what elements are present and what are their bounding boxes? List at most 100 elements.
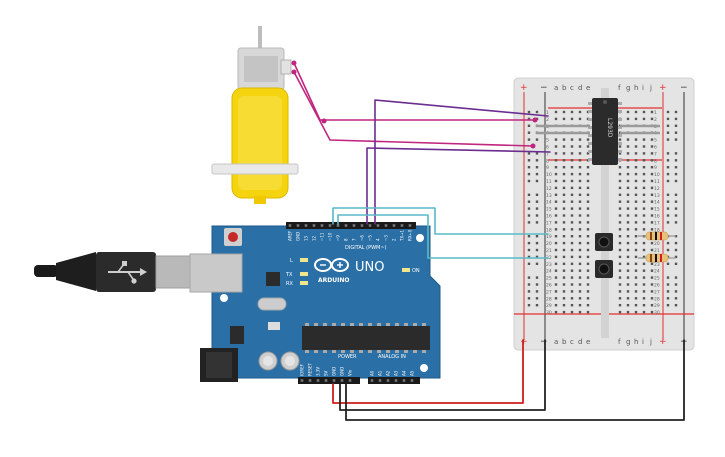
hole (626, 200, 630, 203)
rail-hole (674, 207, 678, 210)
hole (626, 235, 630, 238)
header-pin[interactable] (360, 224, 364, 227)
header-pin[interactable] (392, 224, 396, 227)
hole (570, 283, 574, 286)
header-pin[interactable] (378, 379, 382, 382)
hole (562, 241, 566, 245)
rail-hole (674, 117, 678, 121)
rail-hole (535, 248, 539, 252)
header-pin[interactable] (402, 379, 406, 382)
row-number: 13 (654, 193, 660, 199)
hole (626, 193, 630, 196)
wire-red-5v[interactable] (332, 339, 524, 404)
rail-hole (674, 179, 678, 183)
header-pin[interactable] (384, 224, 388, 227)
hole (586, 172, 590, 176)
header-pin[interactable] (370, 379, 374, 382)
hole (586, 255, 590, 259)
hole (570, 310, 574, 314)
column-letter: h (634, 338, 638, 346)
regulator (230, 326, 244, 344)
usb-cable[interactable] (34, 252, 191, 292)
header-pin[interactable] (328, 224, 332, 227)
header-pin[interactable] (316, 379, 320, 382)
header-pin[interactable] (368, 224, 372, 227)
hole (618, 297, 622, 300)
hole (642, 117, 646, 121)
push-button-2[interactable] (595, 260, 613, 278)
hole (642, 145, 646, 148)
header-pin[interactable] (308, 379, 312, 382)
column-letter: b (562, 338, 567, 346)
header-pin[interactable] (376, 224, 380, 227)
column-letter: j (649, 84, 652, 92)
hole (554, 152, 558, 155)
column-letter: c (570, 338, 574, 346)
header-pin[interactable] (386, 379, 390, 382)
wire-magenta-2[interactable] (293, 71, 534, 147)
header-pin[interactable] (332, 379, 336, 382)
rail-hole (527, 207, 531, 210)
wire-purple-2[interactable] (366, 147, 551, 225)
resistor-1[interactable] (638, 231, 676, 241)
hole (554, 262, 558, 265)
header-pin[interactable] (408, 224, 412, 227)
hole (634, 248, 638, 252)
hole (618, 290, 622, 293)
reset-button-cap[interactable] (228, 232, 238, 242)
header-pin[interactable] (288, 224, 292, 227)
header-pin[interactable] (304, 224, 308, 227)
pin-label: 13 (304, 235, 309, 241)
hole (626, 110, 630, 114)
hole (586, 241, 590, 245)
mounting-hole-2 (416, 234, 424, 242)
rail-plus-label-top-left: + (520, 83, 528, 93)
header-pin[interactable] (352, 224, 356, 227)
row-number: 20 (654, 241, 660, 247)
rail-hole (666, 152, 670, 155)
header-pin[interactable] (336, 224, 340, 227)
atmega-leg (305, 350, 309, 353)
hole (562, 200, 566, 203)
header-pin[interactable] (312, 224, 316, 227)
wire-purple-1[interactable] (374, 99, 549, 225)
hole (570, 228, 574, 231)
mounting-hole-3 (420, 364, 428, 372)
pin-label: IOREF (300, 363, 305, 376)
hole (570, 290, 574, 293)
hole (618, 235, 622, 238)
breadboard[interactable]: aabbccddeeffgghhiijj11223344556677889910… (513, 77, 695, 351)
header-pin[interactable] (400, 224, 404, 227)
rail-hole (535, 297, 539, 300)
push-button-1[interactable] (595, 233, 613, 251)
chip-leg (618, 134, 622, 137)
header-pin[interactable] (320, 224, 324, 227)
analog-header (368, 377, 420, 384)
hole (642, 110, 646, 114)
wire-black-gnd-2[interactable] (345, 339, 685, 421)
header-pin[interactable] (394, 379, 398, 382)
resistor-2[interactable] (638, 253, 676, 263)
wire-cyan-1[interactable] (332, 207, 549, 235)
header-pin[interactable] (340, 379, 344, 382)
header-pin[interactable] (296, 224, 300, 227)
pin-label: A5 (410, 370, 415, 376)
dc-gear-motor[interactable] (211, 26, 299, 204)
rail-hole (535, 255, 539, 259)
header-pin[interactable] (300, 379, 304, 382)
l293d-chip[interactable]: L293D (588, 98, 622, 165)
header-pin[interactable] (410, 379, 414, 382)
chip-leg (588, 134, 592, 137)
header-pin[interactable] (324, 379, 328, 382)
wire-cyan-2[interactable] (337, 214, 549, 259)
header-pin[interactable] (348, 379, 352, 382)
header-pin[interactable] (344, 224, 348, 227)
pin-label: 4 (376, 238, 381, 241)
hole (642, 172, 646, 176)
board-brand-label: ARDUINO (318, 277, 349, 284)
wire-black-gnd-1[interactable] (339, 339, 546, 411)
rail-hole (674, 304, 678, 307)
hole (586, 186, 590, 190)
hole (562, 138, 566, 141)
